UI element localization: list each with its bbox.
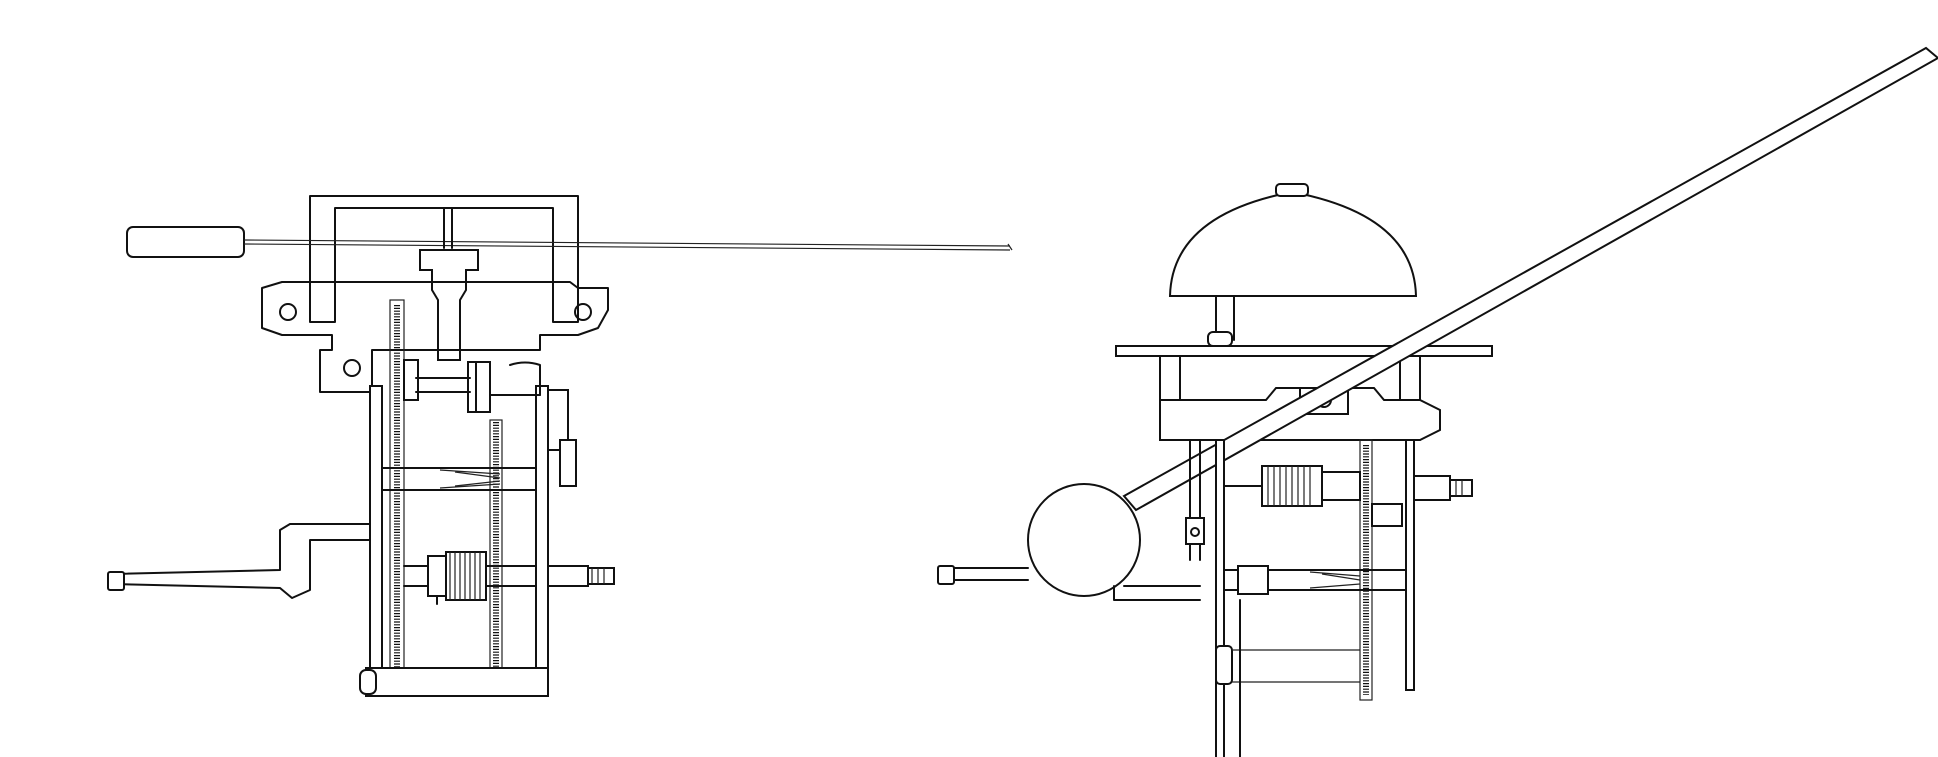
- clip: [1185, 517, 1205, 545]
- frame-plate-left: [369, 385, 383, 697]
- bell-dome: [1168, 190, 1418, 297]
- mount-hole: [279, 303, 297, 321]
- mount-hole: [343, 359, 361, 377]
- winding-square: [1449, 479, 1473, 497]
- pendulum-bob: [1027, 483, 1141, 597]
- lever-knob: [107, 571, 125, 591]
- lever-knob: [937, 565, 955, 585]
- bottom-barrel: [1215, 645, 1360, 685]
- arbor-collar: [427, 555, 447, 597]
- frame-housing: [1159, 355, 1421, 441]
- winding-square: [547, 565, 589, 587]
- mid-arbor: [381, 467, 537, 491]
- lower-arbor: [1113, 565, 1407, 601]
- bell-cap: [1275, 183, 1309, 197]
- mount-hole: [574, 303, 592, 321]
- left-view-mechanism: [107, 195, 1013, 697]
- bell-post-nut: [1207, 331, 1233, 347]
- frame-plate-front: [1215, 439, 1225, 757]
- frame-plate-right: [535, 385, 549, 697]
- frame-plate-back: [1405, 439, 1415, 691]
- top-plate-bar: [1115, 345, 1493, 357]
- pendulum-rod: [1122, 46, 1938, 512]
- top-bracket: [309, 195, 579, 323]
- central-bushing: [419, 249, 479, 361]
- side-bracket: [547, 389, 569, 451]
- escapement-arbor: [403, 359, 541, 413]
- winding-barrel: [445, 551, 487, 601]
- right-view-mechanism: [937, 46, 1938, 757]
- winding-arbor: [403, 551, 615, 605]
- upper-barrel: [1223, 465, 1473, 507]
- clapper-rod: [126, 226, 1013, 258]
- base-bar: [365, 667, 549, 697]
- side-arm: [1371, 503, 1403, 527]
- lever-arm: [111, 523, 371, 599]
- counterweight-handle: [126, 226, 245, 258]
- mounting-plate: [261, 281, 609, 393]
